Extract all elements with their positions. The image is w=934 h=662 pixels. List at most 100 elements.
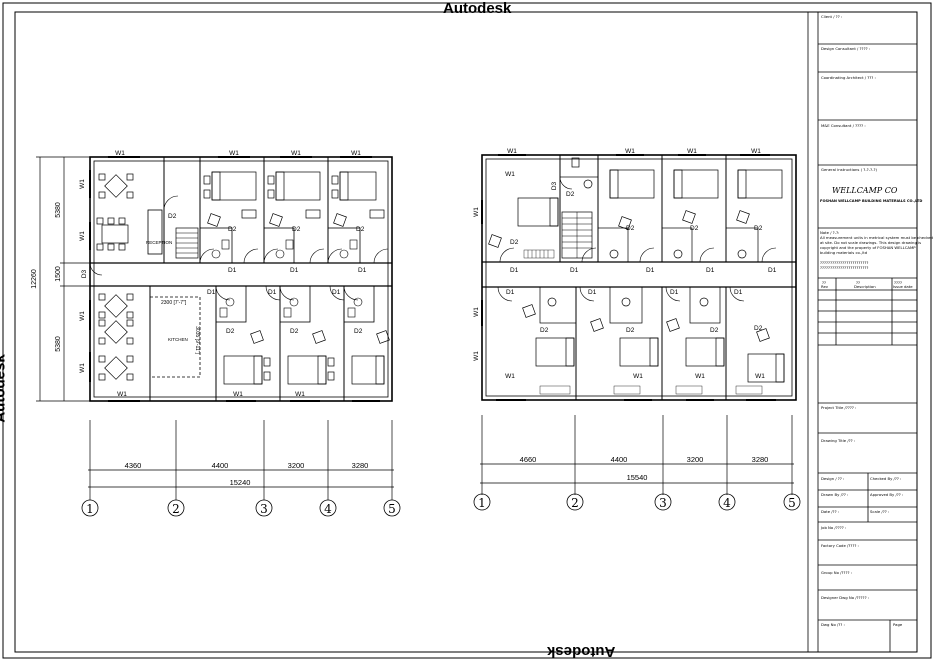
right-d1-3: D1	[646, 267, 655, 274]
watermark-left: Autodesk	[0, 354, 9, 423]
left-span-4: 3280	[352, 461, 369, 470]
left-top-fixtures	[211, 239, 358, 259]
left-d2-4: D2	[356, 226, 365, 233]
left-side-window-2: W1	[79, 231, 86, 241]
left-d2-3: D2	[292, 226, 301, 233]
tb-project-title: Project Title /???? :	[821, 405, 856, 410]
right-span-1: 4660	[520, 455, 537, 464]
kitchen-height-dim: 3035 [9'-11"]	[194, 326, 200, 354]
tb-rev-h1: ??	[822, 280, 826, 285]
left-side-dim-1: 5380	[55, 202, 62, 218]
left-d2-5: D2	[226, 328, 235, 335]
tb-general-instructions: General instructions ( ?-?-?-?)	[821, 167, 877, 172]
tb-approved-by: Approved By /?? :	[870, 492, 903, 497]
tb-company: WELLCAMP CO	[832, 186, 898, 195]
right-plan-labels: W1 W1 W1 W1 W1 W1 W1 W1 W1 W1 W1 W1 D3 D…	[473, 148, 796, 510]
right-d2-7: D2	[626, 327, 635, 334]
right-top-window-4: W1	[751, 148, 761, 155]
right-axis-4: 4	[723, 496, 731, 510]
right-axis-5: 5	[788, 496, 796, 510]
left-axis-1: 1	[86, 502, 94, 516]
tb-note-4: building materials co.,ltd	[820, 250, 868, 255]
right-axis-2: 2	[571, 496, 579, 510]
left-top-window-2: W1	[229, 150, 239, 157]
tb-note-1: All measurement units in metrical system…	[820, 235, 934, 240]
left-d1-1: D1	[228, 267, 237, 274]
right-top-window-2: W1	[625, 148, 635, 155]
left-d1-2: D1	[290, 267, 299, 274]
tb-group-no: Group No /???? :	[821, 570, 852, 575]
tb-rev-s1: Rev	[821, 284, 829, 289]
title-block-text: Client / ?? : Design Consultant / ???? :…	[820, 14, 934, 627]
tb-note-0: Note / ?-?:	[820, 230, 839, 235]
left-top-window-1: W1	[115, 150, 125, 157]
right-d2-8: D2	[710, 327, 719, 334]
tb-rev-s3: Issue date	[893, 284, 913, 289]
left-side-window-3: W1	[79, 311, 86, 321]
tb-note-6: ????????????????????????	[820, 265, 868, 270]
left-top-window-3: W1	[291, 150, 301, 157]
kitchen-width-dim: 2300 [7'-7"]	[161, 300, 187, 306]
right-bottom-window-3: W1	[695, 373, 705, 380]
right-side-window-1: W1	[473, 207, 480, 217]
left-axis-3: 3	[260, 502, 268, 516]
tb-note-2: at site. Do not scale drawings. This des…	[820, 240, 921, 245]
tb-client: Client / ?? :	[821, 14, 842, 19]
tb-design-consultant: Design Consultant / ???? :	[821, 46, 870, 51]
left-side-window-4: W1	[79, 363, 86, 373]
tb-note-3: copyright and the property of FOSHAN WEL…	[820, 245, 916, 250]
left-span-3: 3200	[288, 461, 305, 470]
left-bottom-window-2: W1	[233, 391, 243, 398]
left-d2-2: D2	[228, 226, 237, 233]
left-d2-6: D2	[290, 328, 299, 335]
tb-company-full: FOSHAN WELLCAMP BUILDING MATERIALS CO.,L…	[820, 199, 922, 203]
left-d2-7: D2	[354, 328, 363, 335]
left-axis-2: 2	[172, 502, 180, 516]
left-axis-5: 5	[388, 502, 396, 516]
left-plan-inner-wall	[93, 160, 389, 398]
right-floor-plan	[473, 154, 801, 511]
right-side-window-2: W1	[473, 307, 480, 317]
left-side-dim-2: 1500	[55, 266, 62, 282]
tb-dwg-no: Dwg No /?? :	[821, 622, 845, 627]
left-side-window-1: W1	[79, 179, 86, 189]
left-span-1: 4360	[125, 461, 142, 470]
right-bottom-window-2: W1	[633, 373, 643, 380]
tb-scale: Scale /?? :	[870, 509, 889, 514]
dining-tables	[96, 173, 134, 381]
tb-drawn-by: Drawn By /?? :	[821, 492, 848, 497]
right-d2-6: D2	[540, 327, 549, 334]
right-axis-3: 3	[659, 496, 667, 510]
tb-date: Date /?? :	[821, 509, 839, 514]
left-d1-5: D1	[268, 289, 277, 296]
right-side-window-3: W1	[473, 351, 480, 361]
tb-page: Page	[893, 622, 903, 627]
tb-design: Design / ?? :	[821, 476, 844, 481]
right-d2-4: D2	[690, 225, 699, 232]
right-d1-7: D1	[588, 289, 597, 296]
left-plan-outer-wall	[89, 156, 393, 402]
right-overall-width: 15540	[627, 473, 648, 482]
right-d2-stair: D3	[551, 181, 558, 190]
left-overall-height: 12260	[31, 269, 38, 289]
right-span-4: 3280	[752, 455, 769, 464]
watermark-bottom: Autodesk	[547, 643, 616, 660]
left-door-d3: D3	[81, 269, 88, 278]
left-plan-labels: W1 W1 W1 W1 W1 W1 W1 W1 W1 W1 W1 D3 D1 D…	[31, 150, 396, 516]
tb-note-5: ????????????????????????	[820, 260, 868, 265]
left-axis-bubbles	[81, 499, 401, 517]
left-top-window-4: W1	[351, 150, 361, 157]
left-side-dim-3: 5380	[55, 336, 62, 352]
left-axis-4: 4	[324, 502, 332, 516]
tb-drawing-title: Drawing Title /?? :	[821, 438, 855, 443]
right-span-2: 4400	[611, 455, 628, 464]
left-overall-width: 15240	[230, 478, 251, 487]
tb-checked-by: Checked By /?? :	[870, 476, 901, 481]
right-d2-2: D2	[510, 239, 519, 246]
left-bottom-window-1: W1	[117, 391, 127, 398]
tb-job-no: Job No /???? :	[820, 525, 846, 530]
tb-factory-code: Factory Code /???? :	[821, 543, 859, 548]
left-d1-3: D1	[358, 267, 367, 274]
left-vertical-dims	[36, 156, 90, 402]
